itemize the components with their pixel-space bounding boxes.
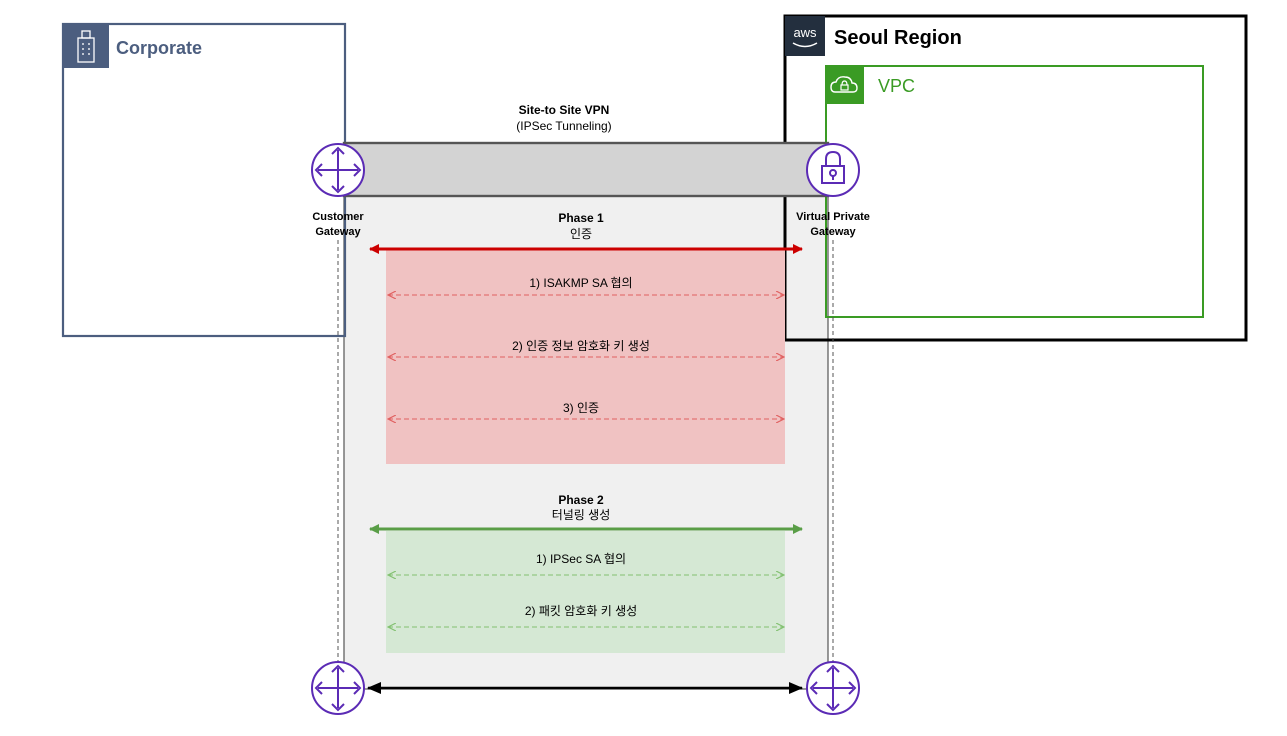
- phase2-box: [386, 531, 785, 653]
- phase1-subtitle: 인증: [570, 227, 592, 241]
- vpn-title: Site-to Site VPN: [519, 103, 610, 117]
- corporate-label: Corporate: [116, 38, 202, 58]
- phase2-title: Phase 2: [558, 493, 604, 507]
- customer-gateway-router-icon: [311, 143, 365, 197]
- region-label: Seoul Region: [834, 27, 962, 49]
- vpg-lock-icon: [806, 143, 860, 197]
- office-building-icon: [77, 30, 95, 63]
- phase1-step-1: 1) ISAKMP SA 협의: [529, 276, 632, 290]
- phase2-subtitle: 터널링 생성: [552, 508, 611, 522]
- vpn-tunnel: [342, 141, 830, 198]
- customer-gateway-label-1: Customer: [312, 211, 364, 223]
- phase2-step-1: 1) IPSec SA 협의: [536, 552, 626, 566]
- aws-logo: aws: [793, 25, 817, 40]
- aws-smile-icon: [792, 42, 818, 48]
- customer-gateway-bottom-router-icon: [311, 661, 365, 715]
- phase1-step-3: 3) 인증: [563, 401, 599, 415]
- phase2-step-2: 2) 패킷 암호화 키 생성: [525, 604, 637, 618]
- vpc-group: VPC: [825, 65, 1204, 318]
- cloud-lock-icon: [830, 76, 858, 93]
- customer-gateway-label-2: Gateway: [315, 226, 361, 238]
- vpg-label-1: Virtual Private: [796, 211, 870, 223]
- phase1-title: Phase 1: [558, 211, 604, 225]
- corporate-group: Corporate: [61, 22, 347, 338]
- vpn-subtitle: (IPSec Tunneling): [516, 119, 611, 133]
- vpg-bottom-router-icon: [806, 661, 860, 715]
- vpc-label: VPC: [878, 76, 915, 96]
- vpg-label-2: Gateway: [810, 226, 856, 238]
- phase1-step-2: 2) 인증 정보 암호화 키 생성: [512, 339, 650, 353]
